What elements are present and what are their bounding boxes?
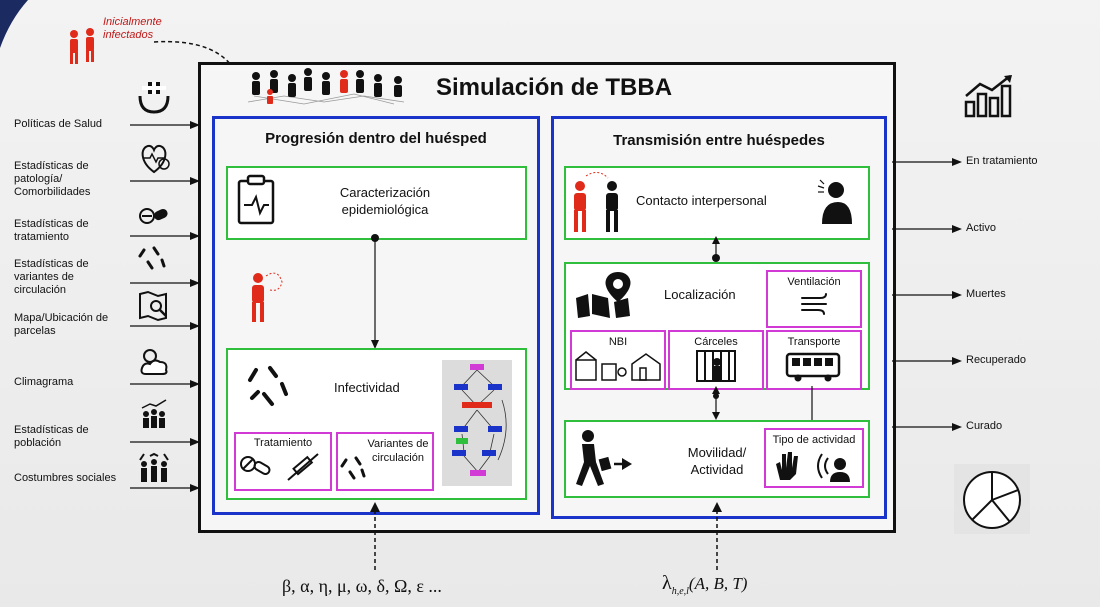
- initial-infected-label: Inicialmente infectados: [103, 16, 162, 41]
- input-arrow: [130, 322, 200, 330]
- output-label: Muertes: [966, 288, 1006, 300]
- variants-box: [336, 432, 434, 491]
- trend-chart-icon: [964, 75, 1012, 118]
- heart-monitor-icon: [141, 144, 170, 174]
- corner-decoration: [0, 0, 28, 48]
- input-arrow: [130, 121, 200, 129]
- variants-bacteria-icon: [340, 456, 366, 480]
- health-hands-icon: [138, 82, 170, 114]
- params-left-arrow: [370, 502, 380, 570]
- input-label: Estadísticas de patología/ Comorbilidade…: [14, 160, 91, 198]
- params-right-args: (A, B, T): [688, 574, 748, 593]
- clipboard-pulse-icon: [237, 174, 275, 225]
- location-mobility-arrow: [712, 386, 720, 420]
- location-label: Localización: [664, 287, 736, 302]
- bus-icon: [785, 352, 841, 382]
- pills-icon: [139, 208, 168, 224]
- input-label: Mapa/Ubicación de parcelas: [14, 312, 109, 337]
- char-to-infect-arrow: [371, 234, 379, 349]
- right-panel: [551, 116, 887, 519]
- params-right-subscript: h,e,l: [671, 586, 689, 597]
- input-label: Estadísticas de población: [14, 424, 89, 449]
- input-arrow: [130, 484, 200, 492]
- population-icon: [141, 399, 167, 428]
- infectivity-label: Infectividad: [334, 380, 400, 395]
- output-arrow: [892, 291, 962, 299]
- virus-variants-icon: [138, 246, 166, 270]
- output-arrow: [892, 357, 962, 365]
- pie-chart-icon: [963, 471, 1021, 529]
- nbi-label: NBI: [608, 336, 628, 348]
- output-label: En tratamiento: [966, 155, 1038, 167]
- input-label: Climagrama: [14, 376, 74, 388]
- input-arrow: [130, 232, 200, 240]
- output-label: Recuperado: [966, 354, 1026, 366]
- output-arrow: [892, 423, 962, 431]
- left-panel: [212, 116, 540, 515]
- infected-people-icon: [70, 28, 94, 64]
- input-label: Políticas de Salud: [14, 118, 103, 130]
- activity-type-label: Tipo de actividad: [772, 434, 856, 446]
- output-label: Curado: [966, 420, 1003, 432]
- gesture-speech-icon: [776, 452, 850, 482]
- input-label: Estadísticas de variantes de circulación: [14, 258, 89, 296]
- bacteria-icon: [248, 366, 288, 406]
- right-panel-title: Transmisión entre huéspedes: [613, 132, 825, 149]
- pills-syringe-icon: [240, 453, 319, 481]
- crowd-network-icon: [247, 68, 405, 105]
- mobility-label: Movilidad/ Actividad: [687, 445, 747, 477]
- walking-person-icon: [576, 430, 632, 486]
- input-arrow: [130, 380, 200, 388]
- input-arrow: [130, 279, 200, 287]
- contact-label: Contacto interpersonal: [636, 193, 767, 208]
- transport-label: Transporte: [787, 336, 841, 348]
- params-right-lambda: λ: [662, 572, 672, 594]
- wind-icon: [801, 293, 827, 315]
- infected-person-icon: [252, 272, 283, 322]
- contact-location-arrow: [712, 236, 720, 262]
- contact-people-icon: [574, 172, 618, 232]
- housing-icon: [575, 351, 661, 381]
- characterization-label: Caracterización epidemiológica: [339, 185, 431, 217]
- ventilation-label: Ventilación: [787, 276, 841, 288]
- coughing-person-icon: [817, 179, 852, 224]
- params-right-arrow: [712, 502, 722, 570]
- output-label: Activo: [966, 222, 996, 234]
- variants-label: Variantes de circulación: [367, 438, 429, 464]
- map-pin-icon: [576, 272, 631, 318]
- input-label: Estadísticas de tratamiento: [14, 218, 89, 243]
- flow-diagram-thumbnail: [442, 360, 512, 486]
- prisons-label: Cárceles: [694, 336, 738, 348]
- prison-bars-icon: [696, 350, 736, 382]
- output-arrow: [892, 158, 962, 166]
- input-arrow: [130, 177, 200, 185]
- left-panel-title: Progresión dentro del huésped: [265, 130, 487, 147]
- input-label: Costumbres sociales: [14, 472, 117, 484]
- input-arrow: [130, 438, 200, 446]
- social-people-icon: [139, 452, 169, 482]
- params-left: β, α, η, μ, ω, δ, Ω, ε ...: [282, 576, 442, 596]
- output-arrow: [892, 225, 962, 233]
- page-title: Simulación de TBBA: [436, 74, 673, 101]
- weather-icon: [140, 349, 168, 375]
- map-search-icon: [139, 290, 167, 322]
- params-right: λh,e,l(A, B, T): [662, 572, 747, 597]
- treatment-label: Tratamiento: [253, 437, 313, 449]
